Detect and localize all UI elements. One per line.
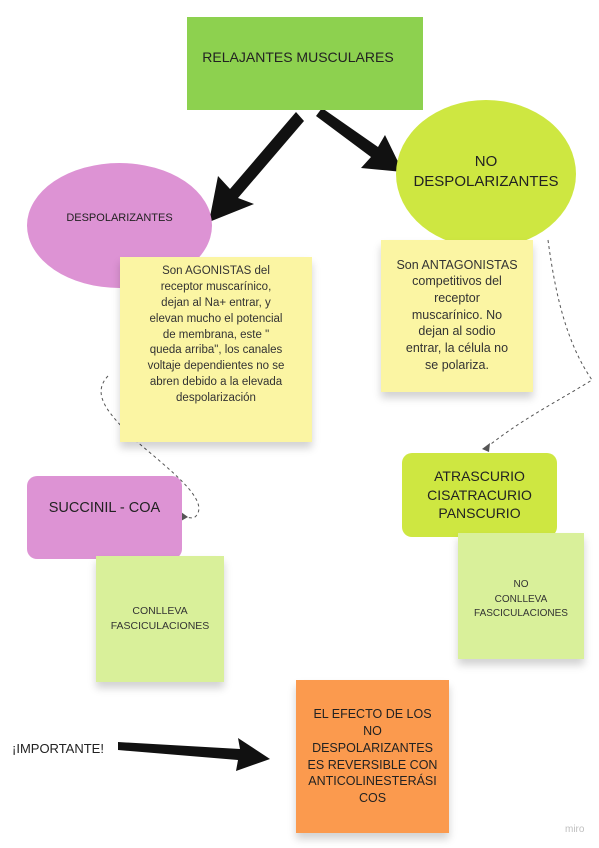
antagonistas-sticky-note[interactable]: Son ANTAGONISTAS competitivos del recept…	[381, 240, 533, 392]
miro-watermark: miro	[565, 824, 585, 835]
no-conlleva-text: NO CONLLEVA FASCICULACIONES	[474, 579, 568, 620]
curios-box[interactable]: ATRASCURIO CISATRACURIO PANSCURIO	[402, 453, 557, 537]
succinil-label: SUCCINIL - COA	[48, 499, 161, 516]
connector-arrowhead	[482, 443, 490, 452]
efecto-text: EL EFECTO DE LOS NO DESPOLARIZANTES ES R…	[307, 706, 438, 806]
title-label: RELAJANTES MUSCULARES	[202, 48, 394, 65]
agonistas-note-text: Son AGONISTAS del receptor muscarínico, …	[147, 265, 285, 404]
title-box[interactable]: RELAJANTES MUSCULARES	[187, 17, 423, 110]
no-conlleva-sticky-note[interactable]: NO CONLLEVA FASCICULACIONES	[458, 533, 584, 659]
agonistas-sticky-note[interactable]: Son AGONISTAS del receptor muscarínico, …	[120, 257, 312, 442]
no-despolarizantes-label: NO DESPOLARIZANTES	[413, 152, 559, 190]
efecto-sticky-note[interactable]: EL EFECTO DE LOS NO DESPOLARIZANTES ES R…	[296, 680, 449, 833]
curios-label: ATRASCURIO CISATRACURIO PANSCURIO	[427, 467, 532, 522]
conlleva-sticky-note[interactable]: CONLLEVA FASCICULACIONES	[96, 556, 224, 682]
arrow-to-no-despolarizantes	[316, 108, 403, 172]
conlleva-text: CONLLEVA FASCICULACIONES	[110, 604, 210, 632]
importante-label: ¡IMPORTANTE!	[12, 741, 104, 756]
antagonistas-note-text: Son ANTAGONISTAS competitivos del recept…	[396, 257, 518, 372]
despolarizantes-label: DESPOLARIZANTES	[66, 211, 173, 224]
arrow-to-despolarizantes	[209, 112, 304, 222]
connector-arrowhead	[181, 512, 188, 521]
arrow-importante	[118, 738, 270, 771]
succinil-box[interactable]: SUCCINIL - COA	[27, 476, 182, 559]
no-despolarizantes-ellipse[interactable]: NO DESPOLARIZANTES	[396, 100, 576, 248]
